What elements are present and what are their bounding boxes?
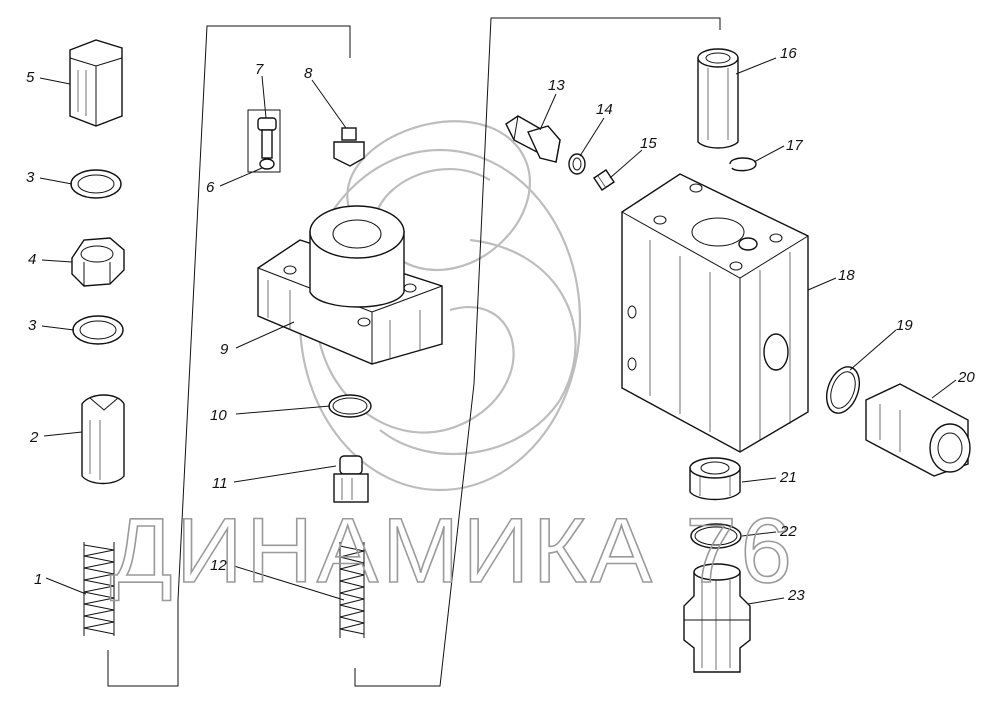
part-16-sleeve xyxy=(697,48,739,149)
label-6: 6 xyxy=(206,179,215,196)
label-7: 7 xyxy=(255,61,264,78)
part-7-screw xyxy=(247,109,281,173)
part-labels: 5 3 4 3 2 1 6 7 8 9 10 11 12 13 14 15 16… xyxy=(26,45,975,604)
label-22: 22 xyxy=(779,523,797,540)
label-4: 4 xyxy=(28,251,36,268)
part-9-flange xyxy=(257,205,443,365)
label-3-top: 3 xyxy=(26,169,35,186)
group-bracket-left xyxy=(107,25,351,687)
part-13-fitting xyxy=(505,115,561,164)
label-11: 11 xyxy=(212,475,228,492)
label-18: 18 xyxy=(838,267,855,284)
label-16: 16 xyxy=(780,45,797,62)
part-23-connector xyxy=(683,563,751,673)
part-12-spring xyxy=(339,542,365,638)
part-14-o-ring xyxy=(568,153,586,175)
watermark-text: ДИНАМИКА 76 xyxy=(110,500,796,602)
group-bracket-right xyxy=(354,17,721,687)
label-5: 5 xyxy=(26,69,35,86)
part-10-o-ring xyxy=(328,394,372,418)
part-17-retaining-ring xyxy=(729,157,757,172)
label-13: 13 xyxy=(548,77,565,94)
label-20: 20 xyxy=(957,369,975,386)
leader-lines xyxy=(39,57,957,605)
part-20-union xyxy=(865,383,971,477)
part-21-bushing xyxy=(689,457,741,501)
label-15: 15 xyxy=(640,135,657,152)
part-3-washer-top xyxy=(70,169,122,199)
label-19: 19 xyxy=(896,317,913,334)
part-5-cap-nut xyxy=(69,39,123,127)
label-23: 23 xyxy=(787,587,805,604)
part-18-valve-body xyxy=(621,173,809,453)
label-2: 2 xyxy=(29,429,39,446)
label-17: 17 xyxy=(786,137,803,154)
part-6-washer xyxy=(259,158,275,170)
part-1-spring xyxy=(83,542,115,636)
part-3-washer-bottom xyxy=(72,315,124,345)
part-2-plunger xyxy=(81,394,125,485)
label-14: 14 xyxy=(596,101,613,118)
label-8: 8 xyxy=(304,65,313,82)
label-3-bottom: 3 xyxy=(28,317,37,334)
part-4-nut xyxy=(71,237,125,287)
part-19-o-ring xyxy=(825,366,861,414)
label-1: 1 xyxy=(34,571,42,588)
part-11-valve xyxy=(333,455,369,503)
part-15-plug-screw xyxy=(593,169,615,191)
part-22-o-ring xyxy=(690,523,742,549)
label-21: 21 xyxy=(779,469,797,486)
label-9: 9 xyxy=(220,341,229,358)
part-8-plug xyxy=(333,127,365,167)
label-10: 10 xyxy=(210,407,227,424)
label-12: 12 xyxy=(210,557,227,574)
